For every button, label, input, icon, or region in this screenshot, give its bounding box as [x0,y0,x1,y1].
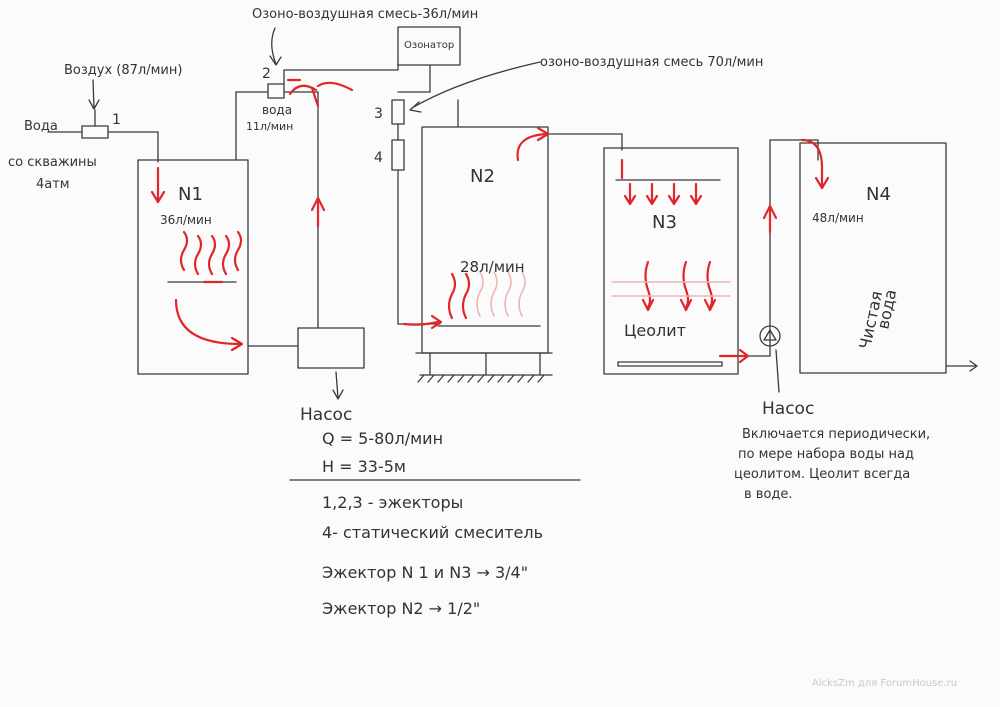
note-mixer: 4- статический смеситель [322,523,543,542]
pump-1-box [297,327,365,369]
annotation-arrows [88,27,780,400]
water-pressure-label: 4атм [36,177,70,192]
ozonator-box [397,26,461,66]
mixer-4-label: 4 [374,150,383,166]
note-ejectors: 1,2,3 - эжекторы [322,493,463,512]
flow-arrows [150,78,830,364]
note-ejector-1-3: Эжектор N 1 и N3 → 3/4" [322,563,528,582]
piping [47,63,978,372]
pump-q-label: Q = 5-80л/мин [322,429,443,448]
zeolite-label: Цеолит [624,321,686,340]
tank-1-flow-label: 36л/мин [160,213,212,227]
tank-4 [799,142,947,374]
tank-2-flow-label: 28л/мин [460,258,525,276]
tank-4-flow-label: 48л/мин [812,211,864,225]
tank-3 [603,147,739,375]
pump-2-label: Насос [762,399,814,419]
mix36-label: Озоно-воздушная смесь-36л/мин [252,7,478,22]
air-label: Воздух (87л/мин) [64,63,182,78]
watermark: AlcksZm для ForumHouse.ru [812,678,957,689]
pump-h-label: H = 33-5м [322,457,406,476]
pump-note-1: Включается периодически, [742,427,930,442]
pump-note-4: в воде. [744,487,793,502]
pump-note-2: по мере набора воды над [738,447,914,462]
pump-note-3: цеолитом. Цеолит всегда [734,467,910,482]
water-in-label: Вода [24,119,58,134]
tank-2 [421,126,549,354]
tank-4-label: N4 [866,184,891,205]
note-ejector-2: Эжектор N2 → 1/2" [322,599,480,618]
water-11-flow-label: 11л/мин [246,120,293,133]
mix70-label: озоно-воздушная смесь 70л/мин [540,55,763,70]
ejector-2-label: 2 [262,66,271,82]
tank-1 [137,159,249,375]
ejector-1-label: 1 [112,112,121,128]
tank-2-stand [415,352,553,383]
tank-3-label: N3 [652,212,677,233]
ejector-3-label: 3 [374,106,383,122]
water-source-label: со скважины [8,155,97,170]
water-11-label: вода [262,103,292,117]
tank-2-label: N2 [470,166,495,187]
pump-1-label: Насос [300,405,352,425]
ozonator-label: Озонатор [404,40,454,51]
tank-1-label: N1 [178,184,203,205]
